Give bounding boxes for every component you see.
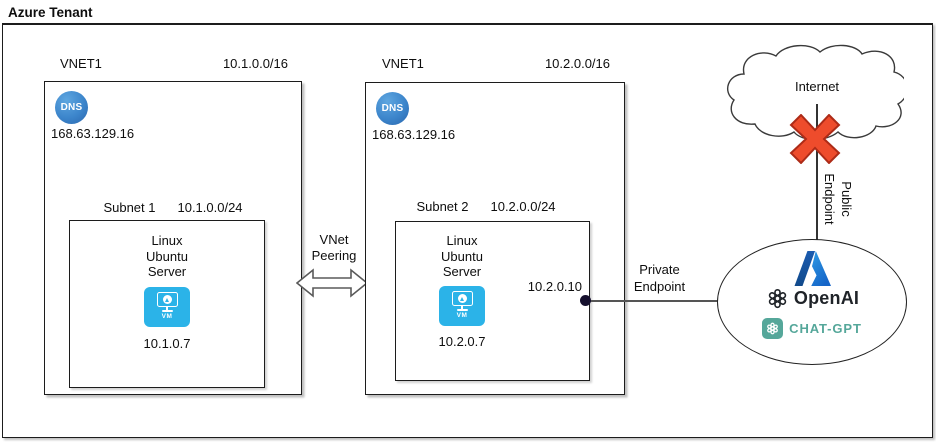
openai-service-node: OpenAI CHAT-GPT <box>717 239 907 365</box>
vnet1-label-row: VNET1 10.1.0.0/16 <box>44 56 300 71</box>
vm-icon: VM <box>439 286 485 326</box>
azure-tenant-boundary <box>2 23 933 438</box>
openai-label: OpenAI <box>793 288 860 308</box>
chatgpt-row: CHAT-GPT <box>762 318 862 339</box>
vm-monitor-glyph <box>156 292 178 307</box>
subnet2-box: Linux Ubuntu Server VM 10.2.0.7 <box>395 221 590 381</box>
subnet2-vm-ip: 10.2.0.7 <box>438 334 486 349</box>
internet-cloud-icon <box>726 44 904 141</box>
internet-label: Internet <box>794 79 840 94</box>
private-endpoint-ip: 10.2.0.10 <box>527 279 582 294</box>
vnet2-dns-ip: 168.63.129.16 <box>372 127 456 142</box>
vnet1-name: VNET1 <box>60 56 102 71</box>
subnet1-server-name: Linux Ubuntu Server <box>146 233 188 279</box>
subnet1-label-row: Subnet 1 10.1.0.0/24 <box>45 200 301 215</box>
vnet2-cidr: 10.2.0.0/16 <box>544 56 610 71</box>
vm-badge-label: VM <box>161 313 173 320</box>
vnet1-box: DNS 168.63.129.16 Subnet 1 10.1.0.0/24 L… <box>44 81 302 395</box>
subnet1-box: Linux Ubuntu Server VM 10.1.0.7 <box>69 220 265 388</box>
private-endpoint-dot <box>580 295 591 306</box>
subnet2-name: Subnet 2 <box>416 199 469 214</box>
private-endpoint-line <box>586 300 726 302</box>
blocked-x-icon <box>789 114 841 164</box>
vnet2-label-row: VNET1 10.2.0.0/16 <box>365 56 623 71</box>
subnet2-label-row: Subnet 2 10.2.0.0/24 <box>386 199 586 214</box>
vnet-peering-label: VNet Peering <box>311 232 357 263</box>
subnet1-vm-ip: 10.1.0.7 <box>143 336 191 351</box>
page-title: Azure Tenant <box>8 5 93 20</box>
public-endpoint-line <box>816 104 818 242</box>
azure-logo-icon <box>794 251 831 286</box>
public-endpoint-label: Public Endpoint <box>822 173 854 225</box>
vm-icon: VM <box>144 287 190 327</box>
subnet1-cidr: 10.1.0.0/24 <box>177 200 243 215</box>
vnet-peering-arrow-icon <box>296 268 368 298</box>
dns-icon: DNS <box>55 91 88 124</box>
vnet1-dns-ip: 168.63.129.16 <box>51 126 135 141</box>
openai-logo-icon <box>768 288 787 309</box>
dns-icon: DNS <box>376 92 409 125</box>
chatgpt-label: CHAT-GPT <box>789 321 862 336</box>
private-endpoint-label: Private Endpoint <box>633 262 686 294</box>
vnet2-box: DNS 168.63.129.16 Subnet 2 10.2.0.0/24 L… <box>365 82 625 395</box>
vm-badge-label: VM <box>456 312 468 319</box>
chatgpt-badge-icon <box>762 318 784 339</box>
vnet1-cidr: 10.1.0.0/16 <box>222 56 288 71</box>
subnet2-server-name: Linux Ubuntu Server <box>441 233 483 279</box>
vnet2-name: VNET1 <box>382 56 424 71</box>
openai-logo-row: OpenAI <box>765 286 859 311</box>
subnet1-name: Subnet 1 <box>103 200 156 215</box>
vm-monitor-glyph <box>451 291 473 306</box>
subnet2-cidr: 10.2.0.0/24 <box>490 199 556 214</box>
